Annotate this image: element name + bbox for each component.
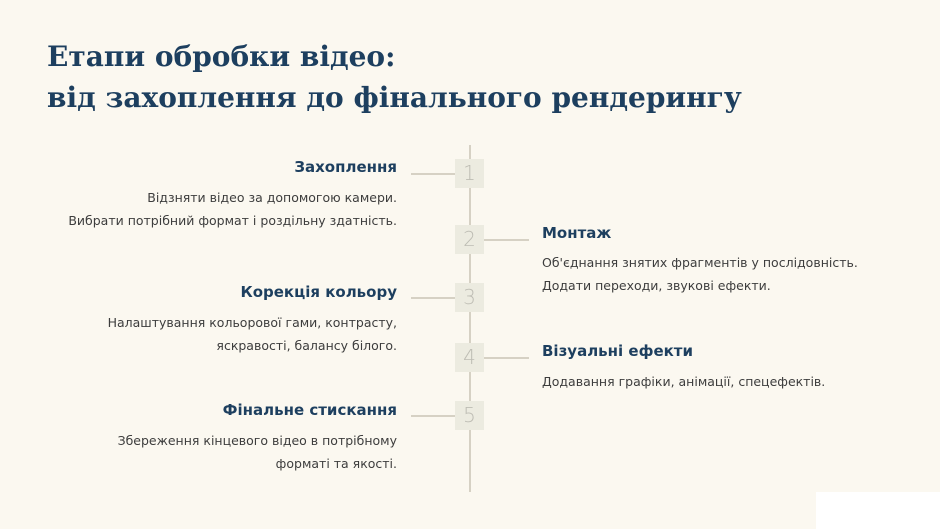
stage-3-title: Корекція кольору xyxy=(240,283,397,301)
title-line-2: від захоплення до фінального рендерингу xyxy=(47,81,742,114)
stage-3-description: Налаштування кольорової гами, контрасту,… xyxy=(108,311,397,357)
timeline-axis xyxy=(469,145,471,492)
stage-5-line-2: форматі та якості. xyxy=(275,456,397,471)
stage-1-description: Відзняти відео за допомогою камери. Вибр… xyxy=(68,186,397,232)
stage-2-line-2: Додати переходи, звукові ефекти. xyxy=(542,278,771,293)
stage-1-title: Захоплення xyxy=(294,158,397,176)
stage-4-title: Візуальні ефекти xyxy=(542,342,694,360)
stage-1-connector xyxy=(411,173,470,175)
title-line-1: Етапи обробки відео: xyxy=(47,40,396,73)
stage-4-number: 4 xyxy=(455,343,484,372)
stage-2-connector xyxy=(470,239,529,241)
stage-2-line-1: Об'єднання знятих фрагментів у послідовн… xyxy=(542,255,858,270)
stage-3-line-2: яскравості, балансу білого. xyxy=(216,338,397,353)
stage-5-description: Збереження кінцевого відео в потрібному … xyxy=(118,429,397,475)
stage-3-line-1: Налаштування кольорової гами, контрасту, xyxy=(107,315,397,330)
corner-panel xyxy=(816,492,940,529)
stage-2-title: Монтаж xyxy=(542,224,612,242)
stage-4-description: Додавання графіки, анімації, спецефектів… xyxy=(542,370,825,393)
stage-1-number: 1 xyxy=(455,159,484,188)
stage-5-number: 5 xyxy=(455,401,484,430)
stage-5-connector xyxy=(411,415,470,417)
stage-2-description: Об'єднання знятих фрагментів у послідовн… xyxy=(542,251,858,297)
stage-4-connector xyxy=(470,357,529,359)
stage-3-number: 3 xyxy=(455,283,484,312)
stage-5-title: Фінальне стискання xyxy=(222,401,397,419)
stage-1-line-1: Відзняти відео за допомогою камери. xyxy=(147,190,397,205)
stage-5-line-1: Збереження кінцевого відео в потрібному xyxy=(117,433,397,448)
page-title: Етапи обробки відео: від захоплення до ф… xyxy=(47,36,742,118)
stage-1-line-2: Вибрати потрібний формат і роздільну зда… xyxy=(68,213,397,228)
stage-4-line-1: Додавання графіки, анімації, спецефектів… xyxy=(542,374,826,389)
stage-2-number: 2 xyxy=(455,225,484,254)
stage-3-connector xyxy=(411,297,470,299)
